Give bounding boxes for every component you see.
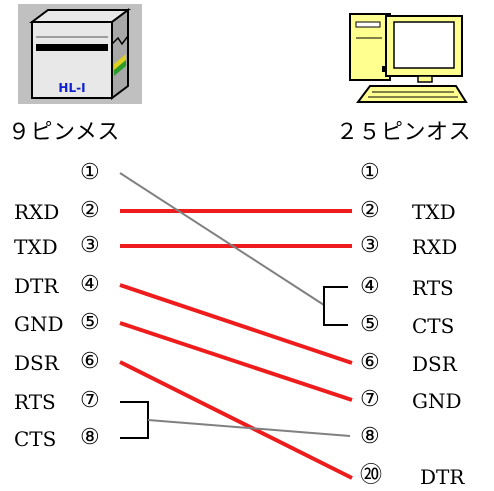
right-pin-signal: CTS <box>412 314 455 338</box>
right-pin-number: ③ <box>360 233 380 258</box>
left-pin-number: ⑤ <box>80 310 100 335</box>
left-pin-number: ③ <box>80 233 100 258</box>
left-pin-signal: GND <box>14 312 64 336</box>
right-pin-number: ② <box>360 198 380 223</box>
right-pin-number: ⑤ <box>360 312 380 337</box>
right-pin-number: ⑧ <box>360 424 380 449</box>
right-rts-cts-bracket <box>323 286 348 326</box>
right-pin-number: ⑳ <box>360 463 383 488</box>
right-pin-signal: RTS <box>412 276 454 300</box>
wire-gnd-gnd <box>119 321 353 402</box>
left-pin-signal: DSR <box>14 351 59 375</box>
right-pin-signal: RXD <box>412 235 458 259</box>
left-pin-number: ④ <box>80 272 100 297</box>
left-pin-signal: TXD <box>14 235 58 259</box>
right-pin-signal: DSR <box>412 352 457 376</box>
right-pin-number: ⑦ <box>360 387 380 412</box>
wire-rts-cts-to-pin8 <box>147 419 351 437</box>
left-pin-number: ① <box>80 160 100 185</box>
left-pin-number: ⑧ <box>80 425 100 450</box>
right-connector-heading: ２５ピンオス <box>336 120 472 145</box>
left-pin-number: ② <box>80 198 100 223</box>
left-rts-cts-bracket <box>120 401 149 439</box>
right-pin-number: ① <box>360 160 380 185</box>
left-pin-number: ⑥ <box>80 349 100 374</box>
right-pin-signal: TXD <box>412 200 456 224</box>
right-pin-number: ④ <box>360 274 380 299</box>
pc-computer-icon <box>349 13 468 103</box>
left-pin-number: ⑦ <box>80 388 100 413</box>
right-pin-signal: GND <box>412 389 462 413</box>
hl-i-label: HL-I <box>58 81 85 95</box>
wire-dsr-dtr <box>119 360 353 480</box>
left-pin-signal: CTS <box>14 427 57 451</box>
wire-pin1-to-rts-cts <box>119 172 325 306</box>
right-pin-number: ⑥ <box>360 350 380 375</box>
wire-dtr-dsr <box>119 283 353 365</box>
left-pin-signal: RTS <box>14 390 56 414</box>
left-pin-signal: RXD <box>14 200 60 224</box>
left-connector-heading: ９ピンメス <box>8 120 120 145</box>
hl-i-device-icon: HL-I <box>18 4 142 104</box>
right-pin-signal: DTR <box>420 465 465 489</box>
left-pin-signal: DTR <box>14 274 59 298</box>
